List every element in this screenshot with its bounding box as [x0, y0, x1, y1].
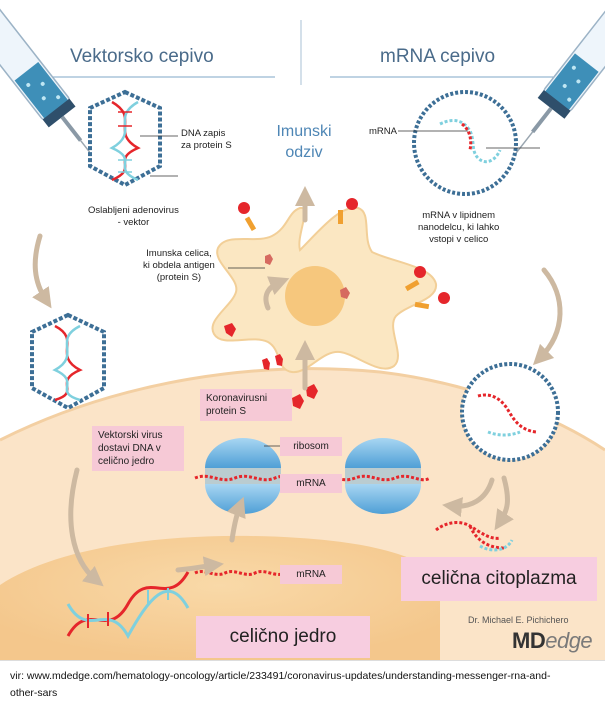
vector-virus-box: Vektorski virus dostavi DNA v celično je… — [92, 426, 184, 471]
immune-cell-icon — [211, 198, 450, 374]
adenovirus-label: Oslabljeni adenovirus - vektor — [88, 205, 179, 228]
coronavirus-protein-box: Koronavirusni protein S — [200, 389, 292, 421]
logo-part-1: MD — [512, 628, 546, 653]
lipid-nanoparticle-cell-entry-icon — [460, 362, 560, 462]
ribosome-right-icon — [345, 438, 421, 514]
dna-record-label: DNA zapis za protein S — [181, 128, 232, 151]
left-syringe-icon — [0, 6, 98, 163]
left-title: Vektorsko cepivo — [70, 46, 214, 67]
ribosome-box: ribosom — [280, 437, 342, 456]
right-title: mRNA cepivo — [380, 46, 496, 67]
mrna-mid-box: mRNA — [280, 474, 342, 493]
process-arrows — [32, 186, 563, 587]
mdedge-logo: MDedge — [512, 628, 593, 654]
immune-cell-label: Imunska celica, ki obdela antigen (prote… — [143, 248, 215, 283]
adenovirus-icon — [88, 89, 162, 188]
dna-nucleus-icon — [66, 571, 190, 640]
source-text: vir: www.mdedge.com/hematology-oncology/… — [10, 670, 551, 699]
adenovirus-cell-entry-icon — [30, 312, 106, 411]
immune-line-1: Imunski — [276, 123, 332, 140]
lipid-nanoparticle-icon — [412, 90, 518, 196]
ribosome-left-icon — [205, 438, 281, 514]
immune-response-label: Imunski odziv — [264, 121, 344, 163]
source-bar: vir: www.mdedge.com/hematology-oncology/… — [0, 660, 605, 710]
protein-s-icon — [292, 384, 318, 409]
immune-line-2: odziv — [285, 144, 323, 161]
lipid-label: mRNA v lipidnem nanodelcu, ki lahko vsto… — [418, 210, 500, 245]
nucleus-label: celično jedro — [196, 616, 370, 658]
cytoplasm-label: celična citoplazma — [401, 557, 597, 601]
author-credit: Dr. Michael E. Pichichero — [468, 615, 569, 625]
mrna-top-label: mRNA — [369, 126, 397, 137]
mrna-low-box: mRNA — [280, 565, 342, 584]
mrna-cytoplasm-strand — [435, 521, 505, 550]
right-syringe-icon — [515, 0, 605, 154]
logo-part-2: edge — [545, 628, 593, 653]
